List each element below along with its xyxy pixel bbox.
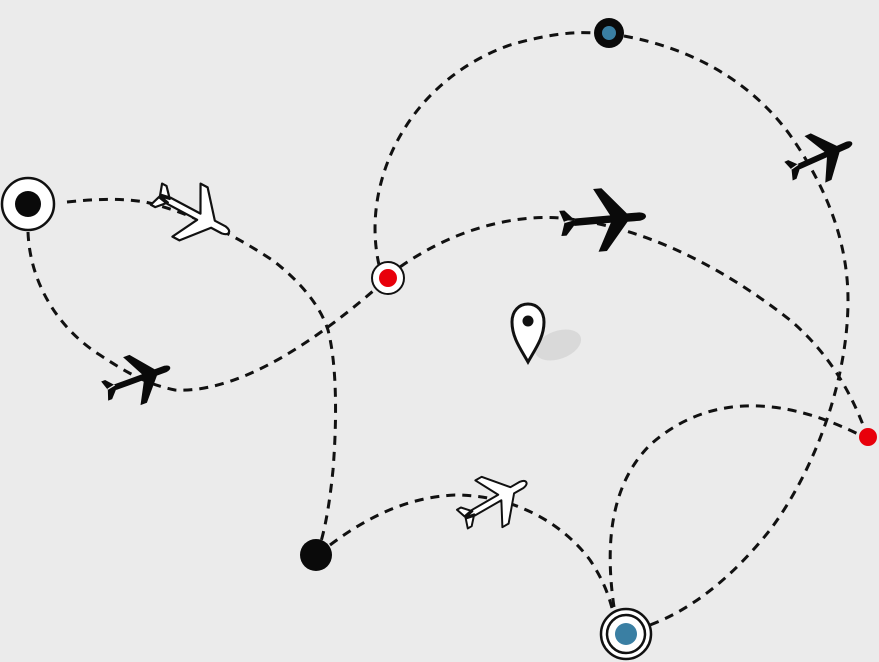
planes-layer (95, 119, 863, 544)
map-pin-icon (510, 302, 582, 366)
black-plane-topright (778, 119, 863, 195)
routes-layer (26, 31, 867, 627)
markers-layer (0, 18, 877, 661)
route-topleft-south (26, 231, 381, 392)
white-plane-bottom (447, 457, 541, 544)
route-center-east (399, 216, 867, 431)
origin-marker-large-black (0, 176, 56, 232)
white-plane-topleft (141, 166, 245, 261)
destination-marker-blue-double-ring (599, 607, 653, 661)
black-plane-left (95, 343, 179, 416)
waypoint-marker-blue-top (594, 18, 624, 48)
route-topleft-east (66, 197, 338, 546)
route-topright-down (623, 34, 850, 627)
waypoint-marker-red-ring (371, 261, 405, 295)
endpoint-marker-black-dot (300, 539, 332, 571)
endpoint-marker-red-dot (859, 428, 877, 446)
route-center-northeast-arc (373, 31, 595, 266)
